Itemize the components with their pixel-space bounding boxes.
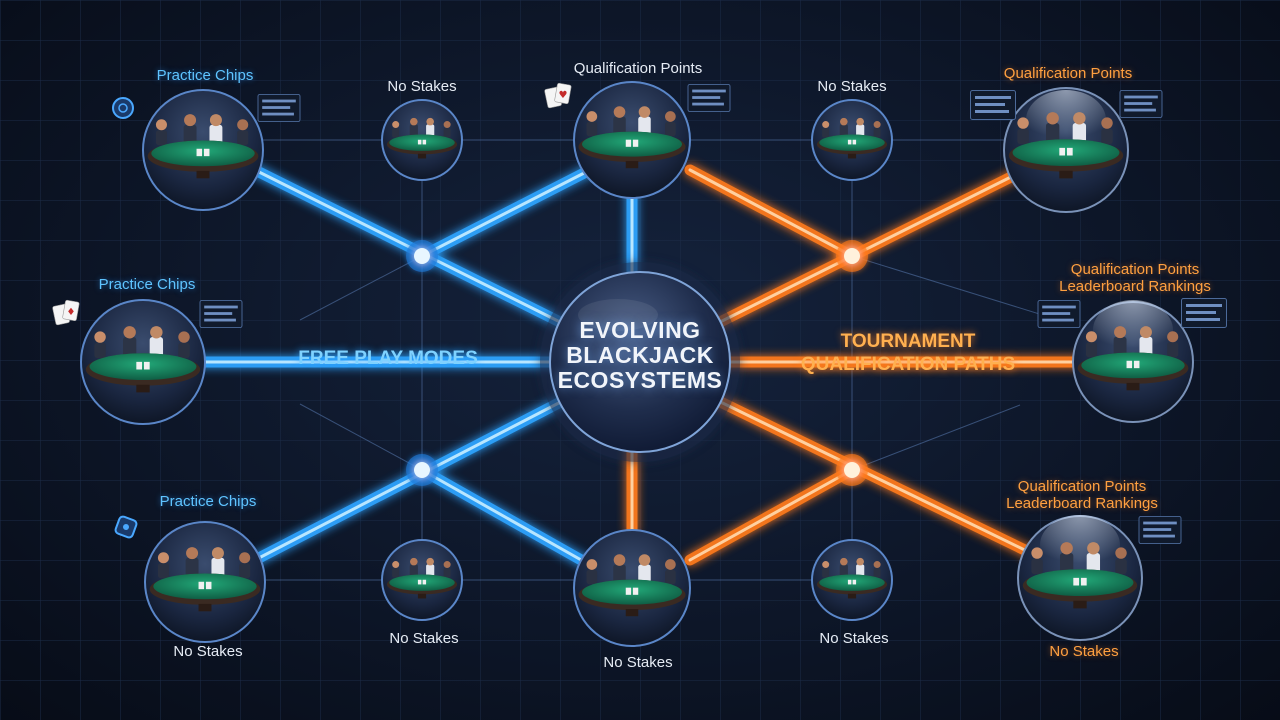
center-title: EVOLVING BLACKJACK ECOSYSTEMS [557, 317, 723, 393]
chip-icon [112, 97, 134, 119]
leaderboard-panel-icon [257, 94, 301, 122]
node-label-bl-bottom: No Stakes [173, 643, 243, 660]
node-label-bl-top: Practice Chips [159, 493, 257, 510]
node-label-ml: Practice Chips [98, 276, 196, 293]
svg-text:♥: ♥ [559, 90, 568, 101]
leaderboard-panel-icon [199, 300, 243, 328]
table-bubble-bc [573, 529, 691, 647]
table-bubble-tc [573, 81, 691, 199]
node-label-br-bottom: No Stakes [1049, 643, 1119, 660]
free-play-modes-label: FREE PLAY MODES [298, 348, 478, 369]
table-bubble-br [1017, 515, 1143, 641]
table-bubble-ml [80, 299, 206, 425]
table-bubble-tr [1003, 87, 1129, 213]
node-label-br-top: Qualification Points Leaderboard Ranking… [1006, 478, 1158, 512]
table-bubble-bl [144, 521, 266, 643]
leaderboard-panel-icon [1180, 298, 1228, 328]
playing-cards-icon: ♦ [52, 299, 80, 326]
leaderboard-panel-icon [687, 84, 731, 112]
node-label-mr: Qualification Points Leaderboard Ranking… [1059, 261, 1211, 295]
center-hub [540, 262, 740, 462]
junction-node-orange-lower [836, 454, 868, 486]
chip-icon [114, 515, 138, 539]
junction-node-blue-upper [406, 240, 438, 272]
node-label-tl: Practice Chips [156, 67, 254, 84]
table-bubble-bc1 [381, 539, 463, 621]
leaderboard-panel-icon [1138, 516, 1182, 544]
playing-cards-icon: ♥ [544, 82, 572, 109]
node-label-tc: Qualification Points [573, 60, 703, 77]
node-label-bc: No Stakes [603, 654, 673, 671]
node-label-bc1: No Stakes [389, 630, 459, 647]
table-bubble-tl [142, 89, 264, 211]
tournament-paths-label: TOURNAMENT QUALIFICATION PATHS [800, 331, 1016, 375]
node-label-tc2: No Stakes [817, 78, 887, 95]
junction-node-blue-lower [406, 454, 438, 486]
junction-node-orange-upper [836, 240, 868, 272]
node-label-tc1: No Stakes [387, 78, 457, 95]
table-bubble-tc1 [381, 99, 463, 181]
table-bubble-tc2 [811, 99, 893, 181]
table-bubble-mr [1072, 300, 1194, 423]
svg-text:♦: ♦ [67, 307, 76, 318]
table-bubble-bc2 [811, 539, 893, 621]
leaderboard-panel-icon [969, 90, 1017, 120]
leaderboard-panel-icon [1037, 300, 1081, 328]
node-label-bc2: No Stakes [819, 630, 889, 647]
leaderboard-panel-icon [1119, 90, 1163, 118]
node-label-tr: Qualification Points [1003, 65, 1133, 82]
